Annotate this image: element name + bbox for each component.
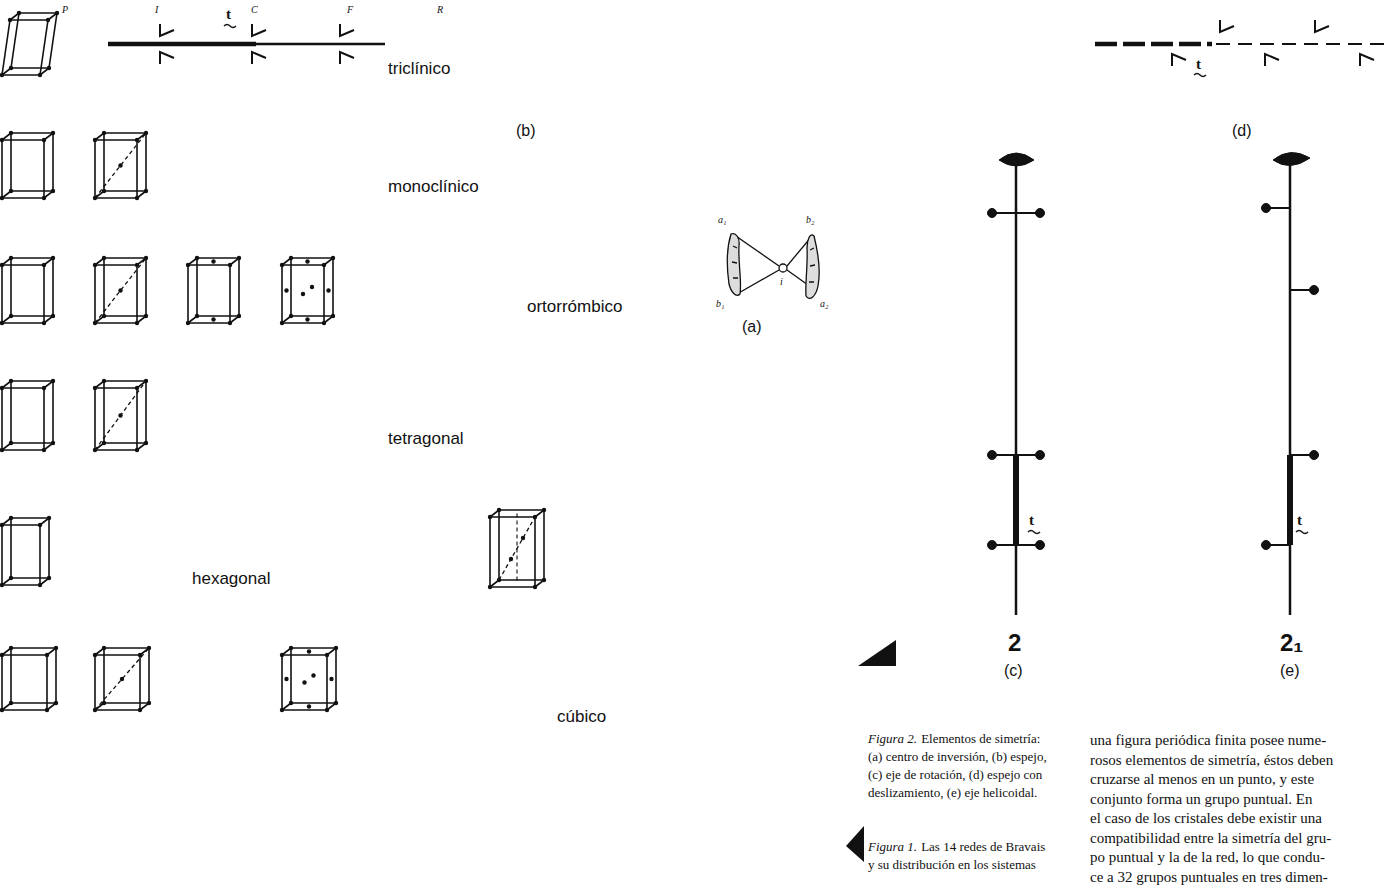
inversion-sketch: [727, 234, 819, 299]
lattice-cell: [0, 646, 58, 712]
body-text: el caso de los cristales debe existir un…: [1090, 810, 1322, 827]
system-name: monoclínico: [388, 178, 479, 197]
translation-label: t: [1297, 512, 1302, 529]
system-name: ortorrómbico: [527, 298, 622, 317]
body-text: compatibilidad entre la simetría del gru…: [1090, 830, 1331, 847]
caption-text: Elementos de simetría:: [921, 732, 1040, 746]
body-text: po puntual y la de la red, lo que condu-: [1090, 849, 1325, 866]
column-header: I: [155, 4, 158, 15]
caption-label: Figura 2.: [868, 732, 917, 746]
screw-axis: [1262, 152, 1319, 615]
caption-text: y su distribución en los sistemas: [868, 858, 1036, 872]
mirror-symbol: [108, 24, 385, 64]
column-header: F: [347, 4, 353, 15]
axis-symbol: 2₁: [1280, 630, 1303, 656]
system-name: cúbico: [557, 708, 606, 727]
point-label: b₂: [806, 214, 814, 225]
column-header: P: [62, 4, 68, 15]
lattice-cell: [0, 256, 55, 325]
lattice-cell: [93, 256, 148, 325]
caption-label: Figura 1.: [868, 840, 917, 854]
column-header: C: [251, 4, 258, 15]
translation-label: t: [226, 6, 231, 23]
caption-pointer: [858, 640, 896, 666]
lattice-cell: [93, 131, 148, 200]
panel-label: (d): [1232, 122, 1252, 140]
translation-label: t: [1196, 56, 1201, 73]
body-text: ce a 32 grupos puntuales en tres dimen-: [1090, 869, 1328, 886]
body-text: rosos elementos de simetría, éstos deben: [1090, 752, 1333, 769]
lattice-cell: [0, 131, 55, 200]
caption-text: Las 14 redes de Bravais: [921, 840, 1045, 854]
system-name: triclínico: [388, 60, 450, 79]
lattice-cell: [488, 508, 546, 589]
point-label: b₁: [716, 298, 724, 309]
lattice-cell: [0, 516, 51, 587]
rotation-axis: [988, 153, 1045, 615]
lattice-cell: [280, 646, 338, 712]
lattice-cell: [0, 11, 59, 77]
panel-label: (c): [1004, 662, 1023, 680]
body-text: conjunto forma un grupo puntual. En: [1090, 791, 1312, 808]
bravais-lattices: [0, 11, 546, 712]
panel-label: (a): [742, 318, 762, 336]
body-text: cruzarse al menos en un punto, y este: [1090, 771, 1314, 788]
lattice-cell: [0, 379, 55, 452]
column-header: R: [437, 4, 443, 15]
panel-label: (b): [516, 122, 536, 140]
lattice-cell: [186, 256, 241, 325]
axis-symbol: 2: [1008, 630, 1021, 656]
point-label: a₁: [718, 214, 726, 225]
caption-pointer: [846, 826, 864, 862]
caption-text: deslizamiento, (e) eje helicoidal.: [868, 786, 1037, 800]
lattice-cell: [93, 379, 148, 452]
point-label: i: [780, 276, 783, 287]
system-name: tetragonal: [388, 430, 464, 449]
lattice-cell: [93, 646, 151, 712]
glide-mirror-symbol: [1095, 20, 1392, 77]
translation-label: t: [1029, 512, 1034, 529]
point-label: a₂: [820, 298, 828, 309]
panel-label: (e): [1280, 662, 1300, 680]
caption-text: (c) eje de rotación, (d) espejo con: [868, 768, 1042, 782]
body-text: una figura periódica finita posee nume-: [1090, 732, 1326, 749]
lattice-cell: [280, 256, 335, 325]
caption-text: (a) centro de inversión, (b) espejo,: [868, 750, 1047, 764]
system-name: hexagonal: [192, 570, 270, 589]
